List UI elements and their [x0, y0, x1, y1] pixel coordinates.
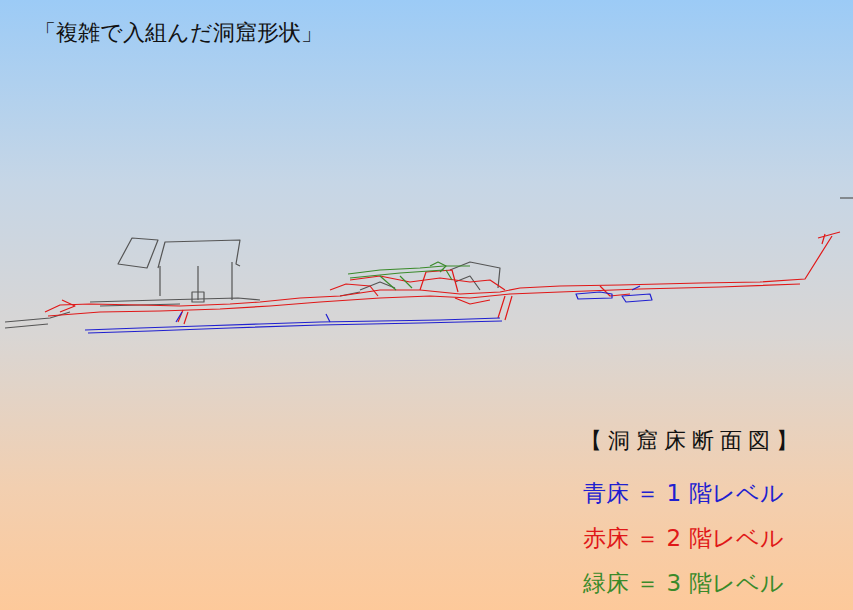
legend-text: 赤床 ＝ 2 階レベル	[583, 525, 784, 551]
legend-text: 青床 ＝ 1 階レベル	[583, 480, 784, 506]
legend-heading: 【洞窟床断面図】	[580, 426, 804, 456]
legend-text: 緑床 ＝ 3 階レベル	[583, 570, 784, 596]
legend-entry: 緑床 ＝ 3 階レベル	[583, 568, 784, 599]
legend-entry: 青床 ＝ 1 階レベル	[583, 478, 784, 509]
legend-entry: 赤床 ＝ 2 階レベル	[583, 523, 784, 554]
page-title: 「複雑で入組んだ洞窟形状」	[34, 18, 323, 48]
